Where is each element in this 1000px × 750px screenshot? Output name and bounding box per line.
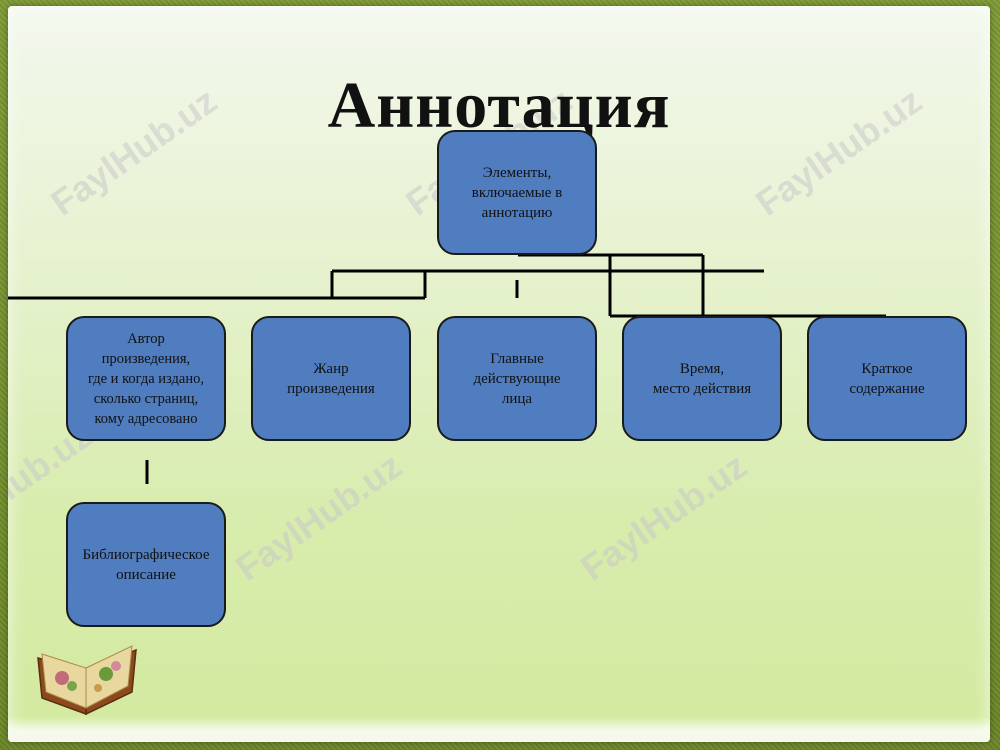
node-root: Элементы, включаемые в аннотацию — [437, 130, 597, 255]
slide-title: Аннотация — [327, 69, 671, 142]
node-author-label: Автор произведения, где и когда издано, … — [88, 330, 204, 427]
node-time-place-label: Время, место действия — [652, 360, 752, 397]
node-characters-label: Главные действующие лица — [473, 350, 561, 407]
node-summary-label: Краткое содержание — [849, 360, 925, 397]
node-bibliographic-label: Библиографическое описание — [82, 546, 210, 583]
node-time-place: Время, место действия — [622, 316, 782, 441]
node-characters: Главные действующие лица — [437, 316, 597, 441]
open-book-icon — [37, 645, 137, 716]
slide: FaylHub.uz FaylHub.uz FaylHub.uz FaylHub… — [8, 6, 990, 742]
node-author: Автор произведения, где и когда издано, … — [66, 316, 226, 441]
node-root-label: Элементы, включаемые в аннотацию — [471, 164, 563, 221]
node-genre: Жанр произведения — [251, 316, 411, 441]
node-summary: Краткое содержание — [807, 316, 967, 441]
node-bibliographic: Библиографическое описание — [66, 502, 226, 627]
bottom-strip — [8, 716, 990, 742]
node-genre-label: Жанр произведения — [287, 360, 375, 397]
